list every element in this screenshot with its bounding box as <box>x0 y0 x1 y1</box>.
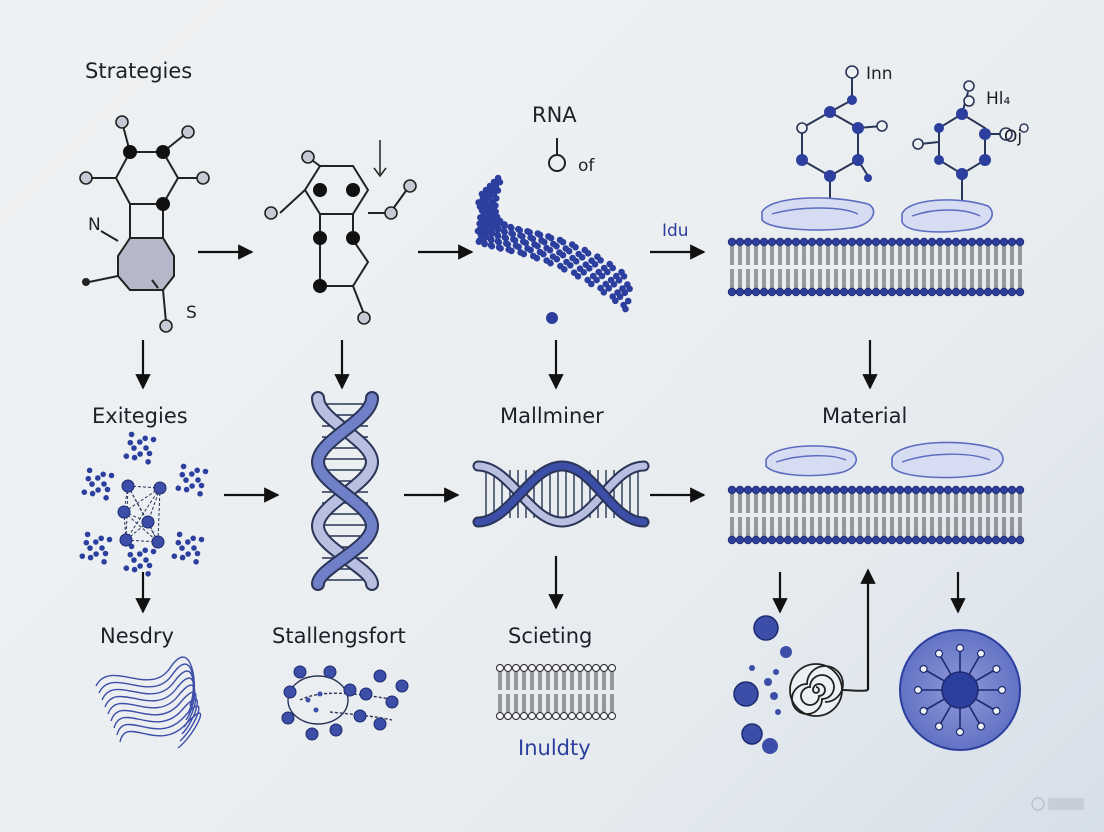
label-inn: Inn <box>866 64 893 84</box>
label-idu: Idu <box>662 221 689 241</box>
membrane-material <box>728 486 1024 544</box>
label-stallengsfort: Stallengsfort <box>272 624 406 648</box>
vesicles-mid <box>766 442 1003 477</box>
label-n: N <box>88 215 101 235</box>
label-exitegies: Exitegies <box>92 404 188 428</box>
molecule-topright-1: Inn <box>796 64 893 200</box>
organelle-squiggle <box>96 657 201 748</box>
label-of: of <box>578 156 595 176</box>
stallengsfort-network <box>282 666 408 740</box>
label-hl: Hl₄ <box>986 89 1011 109</box>
label-strategies: Strategies <box>85 59 192 83</box>
cell-with-receptors <box>900 630 1020 750</box>
label-mallminer: Mallminer <box>500 404 604 428</box>
membrane-top <box>728 238 1024 296</box>
dna-helix-vertical <box>318 398 372 584</box>
label-oj: Oj <box>1004 127 1022 147</box>
rna-strand <box>475 175 633 324</box>
label-inuldty: Inuldty <box>518 736 591 760</box>
label-nesdry: Nesdry <box>100 624 174 648</box>
label-material: Material <box>822 404 907 428</box>
small-down-icon <box>374 140 386 176</box>
label-rna: RNA <box>532 103 577 127</box>
vesicle-spheres <box>734 616 792 754</box>
dna-helix-horizontal <box>478 466 644 522</box>
dot-network <box>80 432 209 577</box>
watermark-logo <box>1032 798 1084 810</box>
membrane-small <box>497 665 616 720</box>
molecule-strategies: N S <box>80 116 209 332</box>
label-scieting: Scieting <box>508 624 592 648</box>
molecule-topright-2: Hl₄ Oj <box>913 81 1028 200</box>
vesicles-top <box>762 198 992 232</box>
label-s: S <box>186 303 197 323</box>
molecule-2 <box>265 140 416 324</box>
spiral-icon <box>790 664 868 716</box>
